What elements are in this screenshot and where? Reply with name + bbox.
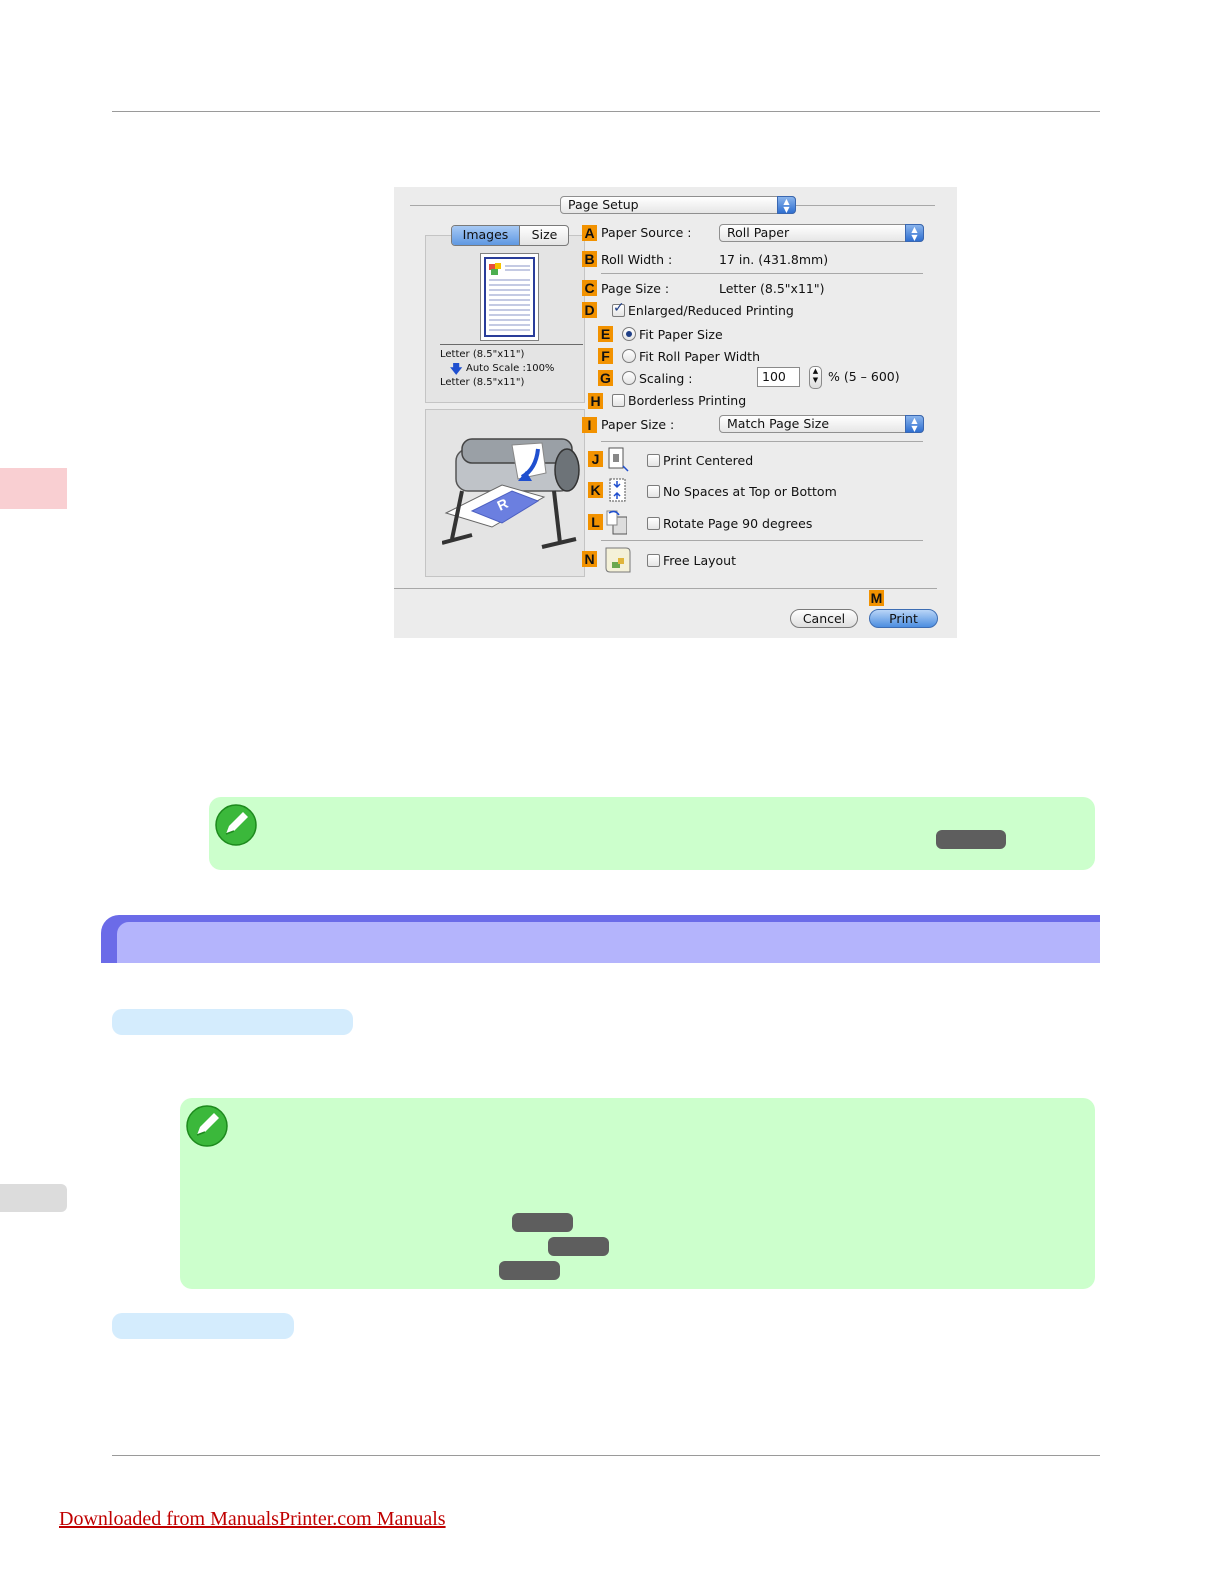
redacted-reference-1 [936, 830, 1006, 849]
page-thumbnail [480, 253, 539, 341]
no-spaces-icon [609, 478, 626, 502]
printer-image-panel [425, 409, 585, 577]
callout-c: C [582, 280, 597, 296]
page-size-label: Page Size : [601, 281, 670, 296]
page-setup-popup[interactable]: Page Setup ▲▼ [560, 196, 796, 214]
preview-scale: Auto Scale :100% [466, 363, 555, 374]
borderless-printing-checkbox[interactable] [612, 394, 625, 407]
chapter-tab [0, 468, 67, 509]
preview-scale-arrow-icon: 🡇 [450, 362, 463, 376]
header-line-right [796, 205, 935, 206]
tab-images[interactable]: Images [452, 226, 519, 245]
popup-arrows-icon: ▲▼ [777, 196, 796, 214]
footer-divider [394, 588, 937, 589]
download-source-link[interactable]: Downloaded from ManualsPrinter.com Manua… [59, 1508, 446, 1530]
print-centered-checkbox[interactable] [647, 454, 660, 467]
scaling-radio[interactable] [622, 371, 636, 385]
page-size-value: Letter (8.5"x11") [719, 281, 825, 296]
paper-source-label: Paper Source : [601, 225, 692, 240]
popup-arrows-icon: ▲▼ [905, 415, 924, 433]
footer-rule [112, 1455, 1100, 1456]
roll-width-label: Roll Width : [601, 252, 673, 267]
paper-source-value: Roll Paper [727, 225, 790, 240]
callout-l: L [588, 514, 603, 530]
redacted-reference-3 [548, 1237, 609, 1256]
no-spaces-label: No Spaces at Top or Bottom [663, 484, 837, 499]
printer-illustration-icon: R [442, 438, 580, 549]
no-spaces-checkbox[interactable] [647, 485, 660, 498]
free-layout-checkbox[interactable] [647, 554, 660, 567]
callout-i: I [582, 417, 597, 433]
callout-h: H [588, 393, 603, 409]
page-setup-popup-label: Page Setup [568, 197, 639, 212]
stepper-down-icon: ▼ [812, 376, 819, 384]
scaling-label: Scaling : [639, 371, 693, 386]
callout-n: N [582, 551, 597, 567]
callout-f: F [598, 348, 613, 364]
paper-size-label: Paper Size : [601, 417, 675, 432]
scaling-input[interactable]: 100 [757, 367, 800, 387]
popup-arrows-icon: ▲▼ [905, 224, 924, 242]
preview-divider [440, 344, 583, 345]
borderless-printing-label: Borderless Printing [628, 393, 747, 408]
row-divider-3 [601, 540, 923, 541]
free-layout-icon [605, 547, 631, 573]
print-centered-label: Print Centered [663, 453, 754, 468]
row-divider-2 [601, 441, 923, 442]
paper-size-value: Match Page Size [727, 416, 830, 431]
note-pencil-icon [215, 804, 257, 846]
rotate-page-icon [606, 510, 627, 535]
subheading-pill-1 [112, 1009, 353, 1035]
preview-tabs: Images Size [451, 225, 569, 246]
header-rule [112, 111, 1100, 112]
redacted-reference-4 [499, 1261, 560, 1280]
enlarged-reduced-checkbox[interactable] [612, 300, 625, 317]
free-layout-label: Free Layout [663, 553, 736, 568]
subheading-pill-2 [112, 1313, 294, 1339]
note-box-2 [180, 1098, 1095, 1289]
callout-a: A [582, 225, 597, 241]
callout-m: M [869, 590, 884, 606]
page-thumbnail-icon [484, 257, 535, 337]
print-button[interactable]: Print [869, 609, 938, 628]
paper-source-popup[interactable]: Roll Paper ▲▼ [719, 224, 924, 242]
tab-size[interactable]: Size [519, 226, 568, 245]
row-divider-1 [601, 273, 923, 274]
callout-e: E [598, 326, 613, 342]
tab-size-label: Size [531, 227, 558, 242]
header-line-left [410, 205, 560, 206]
section-heading-fill [117, 922, 1100, 963]
stepper-up-icon: ▲ [812, 367, 819, 375]
page-setup-dialog: Page Setup ▲▼ Images Size [394, 187, 957, 638]
scaling-range: % (5 – 600) [828, 369, 900, 384]
scaling-stepper[interactable]: ▲▼ [809, 366, 822, 389]
callout-d: D [582, 302, 597, 318]
print-centered-icon [608, 447, 629, 472]
rotate-page-label: Rotate Page 90 degrees [663, 516, 813, 531]
fit-roll-paper-width-label: Fit Roll Paper Width [639, 349, 761, 364]
preview-source-size: Letter (8.5"x11") [440, 349, 525, 360]
fit-roll-paper-width-radio[interactable] [622, 349, 636, 363]
fit-paper-size-radio[interactable] [622, 327, 636, 341]
callout-j: J [588, 451, 603, 467]
tab-images-label: Images [462, 227, 509, 242]
callout-g: G [598, 370, 613, 386]
chapter-tab-secondary [0, 1184, 67, 1212]
roll-width-value: 17 in. (431.8mm) [719, 252, 829, 267]
callout-b: B [582, 251, 597, 267]
paper-size-popup[interactable]: Match Page Size ▲▼ [719, 415, 924, 433]
scaling-value: 100 [762, 369, 786, 384]
cancel-button[interactable]: Cancel [790, 609, 858, 628]
note-pencil-icon [186, 1105, 228, 1147]
rotate-page-checkbox[interactable] [647, 517, 660, 530]
redacted-reference-2 [512, 1213, 573, 1232]
enlarged-reduced-label: Enlarged/Reduced Printing [628, 303, 794, 318]
callout-k: K [588, 482, 603, 498]
preview-output-size: Letter (8.5"x11") [440, 377, 525, 388]
fit-paper-size-label: Fit Paper Size [639, 327, 723, 342]
